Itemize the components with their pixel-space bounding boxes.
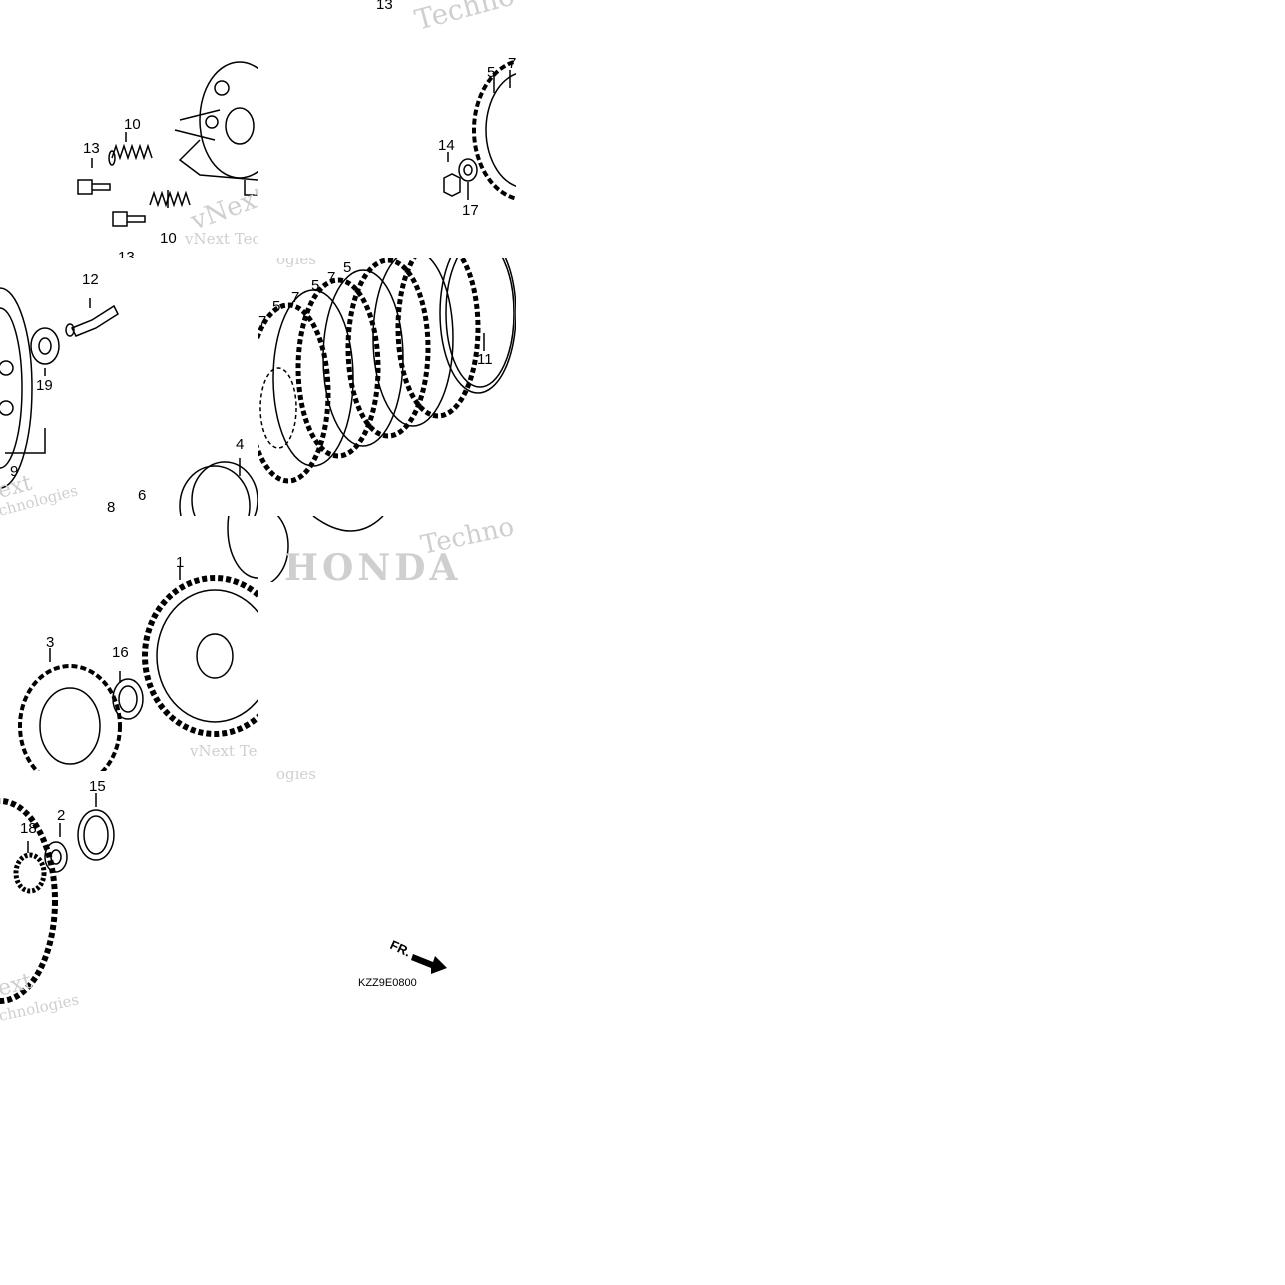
- callout-7: 7: [508, 55, 516, 72]
- diagram-tile-bearing: 18 2 15 ext chnologies: [0, 771, 258, 1026]
- callout-1: 1: [176, 554, 184, 571]
- diagram-code: KZZ9E0800: [358, 977, 417, 989]
- watermark-text: ext: [0, 969, 35, 1002]
- watermark-text: vNext Tec: [189, 742, 258, 760]
- diagram-tile-lifter: 12 19 9 8 6 4 ext chnologies: [0, 258, 258, 516]
- front-label: FR.: [388, 937, 413, 959]
- watermark-text: ogies: [276, 771, 316, 783]
- callout-6: 6: [138, 487, 146, 504]
- watermark-text: Techno: [418, 516, 516, 561]
- callout-12: 12: [82, 271, 99, 288]
- callout-8: 8: [107, 499, 115, 516]
- watermark-text: vNext Tec: [184, 230, 258, 248]
- clutch-housing-drawing: 1 3 16 vNext Tec: [18, 516, 258, 771]
- callout-4: 4: [236, 436, 244, 453]
- callout-5: 5: [487, 64, 495, 81]
- pressure-plate-drawing: 10 13 10 13 vNext Tec vNext: [77, 61, 258, 258]
- callout-18: 18: [20, 820, 37, 837]
- callout-19: 19: [36, 377, 53, 394]
- callout-10a: 10: [124, 116, 141, 133]
- callout-15: 15: [89, 778, 106, 795]
- diagram-tile-top: 13 Techno: [258, 0, 516, 30]
- brand-watermark: HONDA: [284, 547, 461, 582]
- diagram-tile-clutch-housing: 1 3 16 vNext Tec: [0, 516, 258, 771]
- clutch-plates-drawing: 5 7 5 7 5 7 11 ogies: [258, 258, 516, 484]
- callout-7a: 7: [291, 289, 299, 306]
- watermark-text: Techno: [411, 0, 516, 30]
- callout-13a: 13: [83, 140, 100, 157]
- lock-nut-drawing: 5 7 14 17: [438, 55, 516, 219]
- arrow-icon: [411, 954, 447, 974]
- diagram-tile-watermark-strip: ogies: [258, 771, 358, 791]
- callout-14: 14: [438, 137, 455, 154]
- callout-5c: 5: [343, 259, 351, 276]
- front-direction-arrow: FR.: [388, 937, 447, 974]
- callout-16: 16: [112, 644, 129, 661]
- callout-7b: 7: [327, 269, 335, 286]
- lifter-drawing: 12 19 9 8 6 4 ext chnologies: [0, 271, 258, 516]
- callout-11: 11: [477, 351, 493, 368]
- watermark-text: ogies: [276, 258, 316, 268]
- diagram-tile-brand: HONDA Techno: [258, 516, 516, 582]
- callout-5b: 5: [311, 277, 319, 294]
- callout-5a: 5: [272, 298, 280, 315]
- watermark-text: vNext: [186, 182, 258, 237]
- callout-9: 9: [10, 463, 18, 480]
- bearing-drawing: 18 2 15 ext chnologies: [0, 778, 115, 1025]
- callout-2: 2: [57, 807, 65, 824]
- honda-watermark: HONDA Techno: [269, 516, 516, 582]
- callout-10b: 10: [160, 230, 177, 247]
- callout-17: 17: [462, 202, 479, 219]
- callout-3: 3: [46, 634, 54, 651]
- callout-13b: 13: [118, 249, 135, 258]
- diagram-tile-pressure-plate: 10 13 10 13 vNext Tec vNext: [0, 30, 258, 258]
- callout-7c: 7: [258, 313, 266, 330]
- callout-13-top: 13: [376, 0, 393, 13]
- diagram-tile-clutch-plates: 5 7 5 7 5 7 11 ogies: [258, 258, 516, 516]
- diagram-tile-nut-washer: 5 7 14 17: [258, 30, 516, 258]
